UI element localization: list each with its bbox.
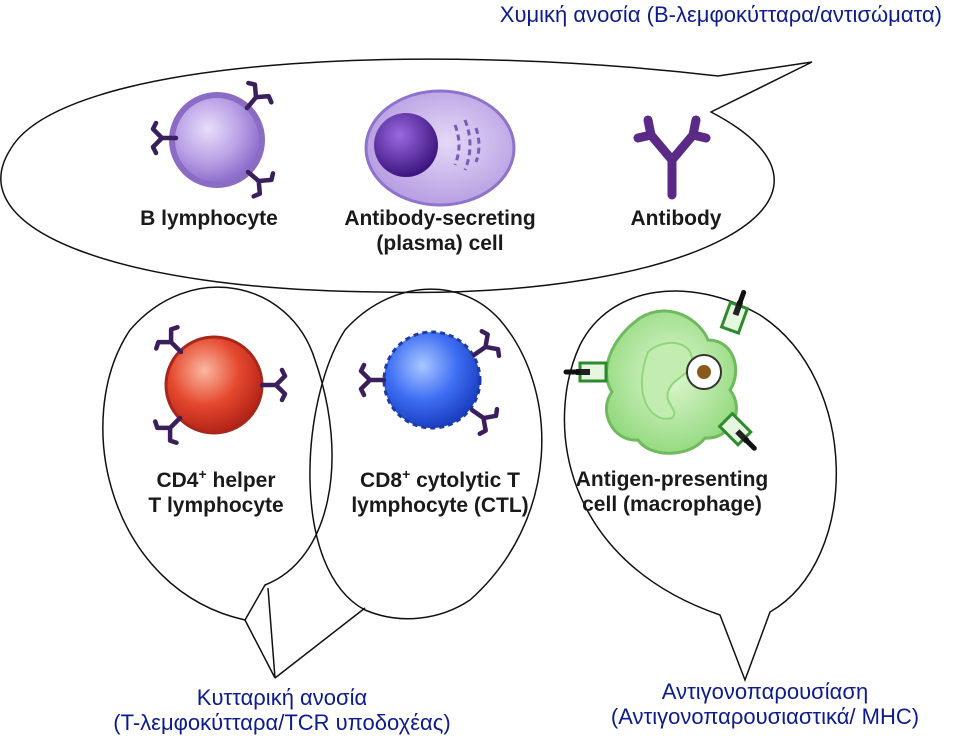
cellular-caption-line2: (T-λεμφοκύτταρα/TCR υποδοχέας) bbox=[113, 709, 451, 735]
apc-label-1: Antigen-presenting bbox=[576, 468, 769, 491]
humoral-caption-text: Χυμική ανοσία (B-λεμφοκύτταρα/αντισώματα… bbox=[499, 2, 942, 27]
cellular-caption: Κυτταρική ανοσία (T-λεμφοκύτταρα/TCR υπο… bbox=[52, 685, 512, 735]
antigen-caption-line1: Αντιγονοπαρουσίαση bbox=[661, 679, 869, 704]
cd4-cell bbox=[153, 325, 285, 445]
humoral-bubble bbox=[0, 58, 813, 294]
antibody-icon bbox=[633, 115, 711, 200]
mhc-icon bbox=[722, 289, 753, 333]
cellular-pointer bbox=[244, 587, 366, 679]
humoral-caption: Χυμική ανοσία (B-λεμφοκύτταρα/αντισώματα… bbox=[499, 2, 942, 28]
cd8-label-1: CD8+ cytolytic T bbox=[360, 466, 520, 492]
apc-bubble bbox=[563, 290, 838, 683]
apc-cell bbox=[566, 289, 761, 454]
antigen-caption-line2: (Αντιγονοπαρουσιαστικά/ MHC) bbox=[610, 703, 920, 729]
plasma-cell bbox=[364, 89, 516, 207]
cd8-label-2: lymphocyte (CTL) bbox=[351, 494, 528, 517]
antigen-caption: Αντιγονοπαρουσίαση (Αντιγονοπαρουσιαστικ… bbox=[560, 679, 960, 729]
plasma-cell-label-2: (plasma) cell bbox=[376, 232, 503, 255]
receptor-icon bbox=[361, 365, 384, 395]
cellular-caption-line1: Κυτταρική ανοσία bbox=[196, 685, 368, 710]
antibody-label: Antibody bbox=[631, 207, 722, 230]
cd8-cell bbox=[361, 330, 501, 436]
cd4-bubble bbox=[102, 286, 333, 621]
receptor-icon bbox=[262, 370, 285, 400]
apc-label-2: cell (macrophage) bbox=[582, 493, 762, 516]
mhc-icon bbox=[720, 414, 761, 455]
b-lymphocyte-cell bbox=[153, 81, 275, 199]
b-lymphocyte-label: B lymphocyte bbox=[140, 207, 278, 230]
cd4-label-1: CD4+ helper bbox=[156, 466, 275, 492]
cd8-bubble bbox=[309, 288, 543, 620]
cd4-label-2: T lymphocyte bbox=[148, 494, 283, 517]
plasma-cell-label-1: Antibody-secreting bbox=[344, 207, 535, 230]
